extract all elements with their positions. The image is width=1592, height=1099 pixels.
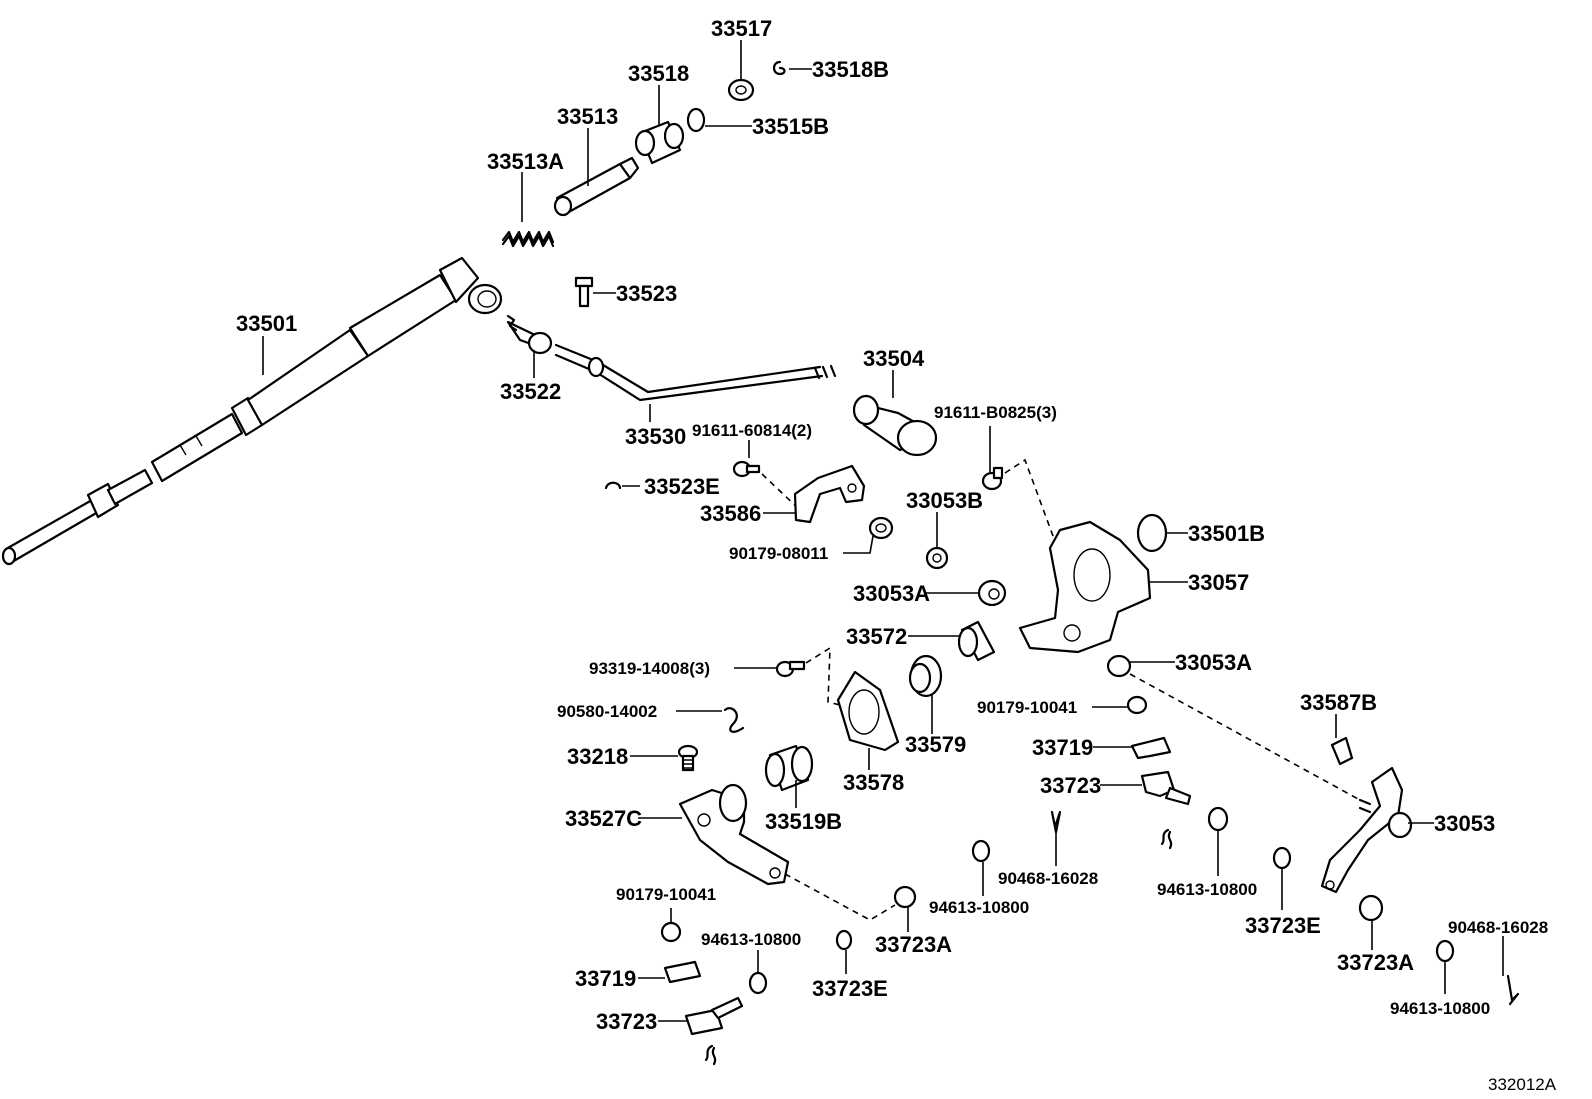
label-90580-14002: 90580-14002 xyxy=(557,702,657,721)
label-33057: 33057 xyxy=(1188,570,1249,595)
label-33723A-center: 33723A xyxy=(875,932,952,957)
label-90179-08011: 90179-08011 xyxy=(729,544,828,563)
nut-90179-10041-upper xyxy=(1126,695,1148,715)
label-90468-16028-center: 90468-16028 xyxy=(998,869,1098,888)
label-91611-B0825: 91611-B0825(3) xyxy=(934,403,1057,422)
label-93319-14008: 93319-14008(3) xyxy=(589,659,710,678)
label-33501B: 33501B xyxy=(1188,521,1265,546)
arm-33053 xyxy=(1320,766,1413,894)
clip-33719-lower xyxy=(663,960,702,984)
diagram-number: 332012A xyxy=(1488,1075,1557,1094)
bushing-33053A-lower xyxy=(1106,654,1132,678)
label-33586: 33586 xyxy=(700,501,761,526)
label-33578: 33578 xyxy=(843,770,904,795)
label-33218: 33218 xyxy=(567,744,628,769)
washer-33723E-center xyxy=(835,929,853,951)
label-33522: 33522 xyxy=(500,379,561,404)
label-33530: 33530 xyxy=(625,424,686,449)
seal-33579 xyxy=(908,654,943,698)
label-90179-10041-upper: 90179-10041 xyxy=(977,698,1077,717)
label-33719-lower: 33719 xyxy=(575,966,636,991)
label-33523: 33523 xyxy=(616,281,677,306)
label-94613-10800-far-right: 94613-10800 xyxy=(1390,999,1490,1018)
label-33723E-center: 33723E xyxy=(812,976,888,1001)
bushing-33519B xyxy=(764,744,814,792)
label-33579: 33579 xyxy=(905,732,966,757)
bushing-33572 xyxy=(957,620,996,662)
washer-33517 xyxy=(727,78,755,102)
o-ring-33501B xyxy=(1136,513,1168,553)
bolt-91611-60814 xyxy=(732,460,761,478)
clip-90468-16028-far-right xyxy=(1506,974,1520,1006)
label-94613-10800-lower: 94613-10800 xyxy=(701,930,801,949)
bushing-33723A-center xyxy=(893,885,917,909)
washer-33053B xyxy=(925,546,949,570)
label-33518B: 33518B xyxy=(812,57,889,82)
label-33723-upper: 33723 xyxy=(1040,773,1101,798)
label-33053B: 33053B xyxy=(906,488,983,513)
label-33053A-upper: 33053A xyxy=(853,581,930,606)
label-33504: 33504 xyxy=(863,346,925,371)
label-33527C: 33527C xyxy=(565,806,642,831)
label-91611-60814: 91611-60814(2) xyxy=(692,421,812,440)
bolt-33523 xyxy=(574,276,594,308)
label-33513A: 33513A xyxy=(487,149,564,174)
pin-33513 xyxy=(553,156,640,217)
bolt-33218 xyxy=(677,744,699,772)
label-33719-upper: 33719 xyxy=(1032,735,1093,760)
lever-33527C xyxy=(678,783,790,886)
housing-33057 xyxy=(1018,520,1152,654)
clip-33523E xyxy=(604,481,622,490)
bolt-91611-B0825 xyxy=(981,466,1004,491)
collar-33518 xyxy=(634,120,685,165)
label-33515B: 33515B xyxy=(752,114,829,139)
label-90179-10041-lower: 90179-10041 xyxy=(616,885,716,904)
label-33587B: 33587B xyxy=(1300,690,1377,715)
clip-33518B xyxy=(772,60,786,76)
joint-33522 xyxy=(506,314,553,355)
label-33518: 33518 xyxy=(628,61,689,86)
bracket-33586 xyxy=(793,464,866,524)
spring-33513A xyxy=(501,230,555,248)
spring-clip-90580-14002 xyxy=(723,707,745,733)
flange-33578 xyxy=(836,670,900,752)
label-33723A-right: 33723A xyxy=(1337,950,1414,975)
label-33572: 33572 xyxy=(846,624,907,649)
label-33053A-lower: 33053A xyxy=(1175,650,1252,675)
washer-94613-10800-lower xyxy=(748,971,768,995)
pin-33723-lower xyxy=(684,996,744,1066)
label-33501: 33501 xyxy=(236,311,297,336)
washer-94613-10800-far-right xyxy=(1435,939,1455,963)
label-33519B: 33519B xyxy=(765,809,842,834)
shift-knob-33504 xyxy=(852,394,938,457)
nut-90179-10041-lower xyxy=(660,921,682,943)
label-33723-lower: 33723 xyxy=(596,1009,657,1034)
label-94613-10800-center: 94613-10800 xyxy=(929,898,1029,917)
washer-94613-10800-center xyxy=(971,839,991,863)
pin-33723-upper xyxy=(1140,770,1192,850)
clip-90468-16028-center xyxy=(1050,810,1062,834)
washer-33723E-right xyxy=(1272,846,1292,870)
label-33723E-right: 33723E xyxy=(1245,913,1321,938)
clip-33719-upper xyxy=(1130,736,1172,760)
label-33523E: 33523E xyxy=(644,474,720,499)
label-33053: 33053 xyxy=(1434,811,1495,836)
label-33513: 33513 xyxy=(557,104,618,129)
label-94613-10800-right: 94613-10800 xyxy=(1157,880,1257,899)
bolt-93319-14008 xyxy=(775,660,806,678)
shift-lever-shaft-33501 xyxy=(1,256,503,566)
washer-33515B xyxy=(686,107,706,133)
label-90468-16028-far-right: 90468-16028 xyxy=(1448,918,1548,937)
bushing-33723A-right xyxy=(1358,894,1384,922)
bushing-33053A-upper xyxy=(977,579,1007,607)
washer-94613-10800-right xyxy=(1207,806,1229,832)
label-33517: 33517 xyxy=(711,16,772,41)
shift-rod-33530 xyxy=(554,343,837,402)
stopper-33587B xyxy=(1330,736,1354,766)
nut-90179-08011 xyxy=(868,516,894,540)
